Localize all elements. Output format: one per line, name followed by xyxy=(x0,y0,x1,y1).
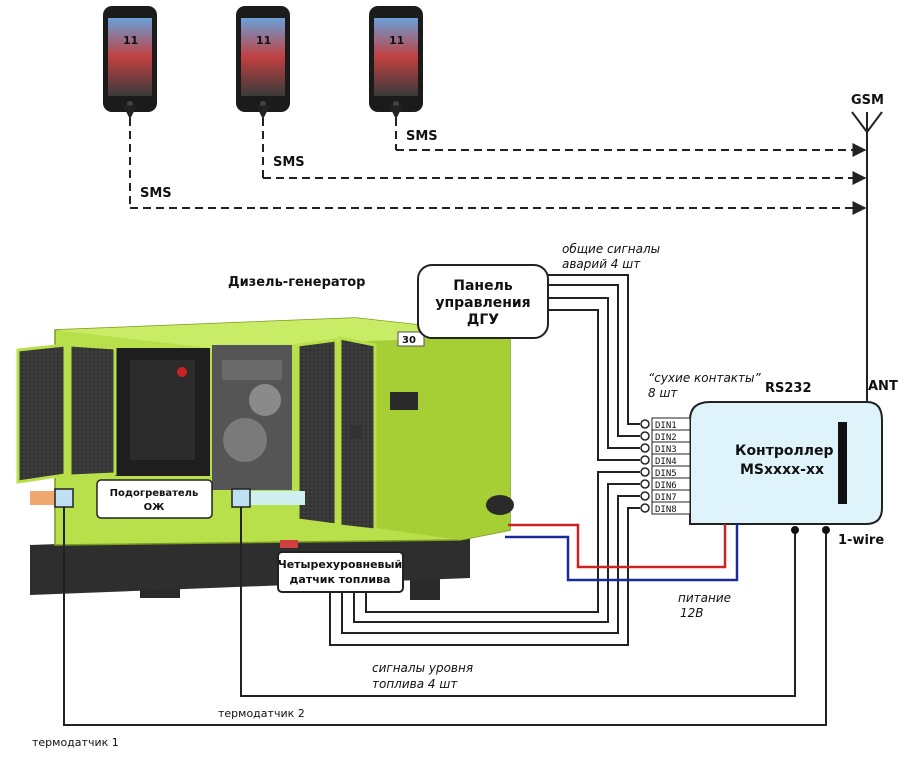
gsm-label: GSM xyxy=(851,93,884,108)
sms-label-1: SMS xyxy=(140,186,172,201)
controller-box xyxy=(689,401,883,525)
gsm-antenna-icon xyxy=(851,111,883,402)
din-input-6: DIN6 xyxy=(640,477,691,491)
din-label-6: DIN6 xyxy=(655,481,677,491)
fuel-level-wires xyxy=(329,471,640,646)
heater-line-1: Подогреватель xyxy=(110,488,199,499)
one-wire-label: 1-wire xyxy=(838,533,884,548)
panel-line-3: ДГУ xyxy=(467,312,499,328)
alarm-wires xyxy=(548,274,640,461)
controller-connector xyxy=(838,422,847,504)
one-wire-node-1 xyxy=(822,526,830,534)
din-input-3: DIN3 xyxy=(640,441,691,455)
din-label-8: DIN8 xyxy=(655,505,677,515)
fuel-sensor-line-2: датчик топлива xyxy=(290,573,391,586)
control-panel-box xyxy=(417,264,549,339)
din-inputs: DIN1 DIN2 DIN3 DIN4 DIN5 DIN6 xyxy=(640,417,691,515)
one-wire-node-2 xyxy=(791,526,799,534)
power-line-1: питание xyxy=(678,591,731,605)
panel-line-1: Панель xyxy=(453,278,513,294)
din-label-4: DIN4 xyxy=(655,457,677,467)
fuel-signals-line-1: сигналы уровня xyxy=(372,661,473,675)
fuel-sensor-line-1: Четырехуровневый xyxy=(278,558,402,571)
din-input-4: DIN4 xyxy=(640,453,691,467)
din-label-5: DIN5 xyxy=(655,469,677,479)
power-wire-positive xyxy=(508,523,727,569)
phone-1: 11 xyxy=(103,6,157,112)
dry-contacts-line-2: 8 шт xyxy=(648,386,678,400)
generator-illustration: 30 xyxy=(16,317,514,600)
din-label-2: DIN2 xyxy=(655,433,677,443)
panel-line-2: управления xyxy=(435,295,530,311)
thermo-2-label: термодатчик 2 xyxy=(218,707,305,720)
fuel-signals-line-2: топлива 4 шт xyxy=(372,677,458,691)
thermo-1-label: термодатчик 1 xyxy=(32,736,119,749)
power-wire-negative xyxy=(505,524,739,582)
sms-label-3: SMS xyxy=(406,129,438,144)
sms-links xyxy=(123,105,867,215)
thermo-sensor-2 xyxy=(231,488,251,508)
heater-line-2: ОЖ xyxy=(144,502,166,513)
sms-label-2: SMS xyxy=(273,155,305,170)
din-input-7: DIN7 xyxy=(640,489,691,503)
din-label-7: DIN7 xyxy=(655,493,677,503)
din-input-2: DIN2 xyxy=(640,429,691,443)
phone-3: 11 xyxy=(369,6,423,112)
controller-line-1: Контроллер xyxy=(735,443,834,459)
din-label-1: DIN1 xyxy=(655,421,677,431)
din-input-1: DIN1 xyxy=(640,417,691,431)
alarm-signals-line-1: общие сигналы xyxy=(562,242,660,256)
alarm-signals-line-2: аварий 4 шт xyxy=(562,257,641,271)
din-label-3: DIN3 xyxy=(655,445,677,455)
rs232-label: RS232 xyxy=(765,381,812,396)
generator-badge: 30 xyxy=(402,335,416,346)
generator-label: Дизель-генератор xyxy=(228,275,365,290)
ant-label: ANT xyxy=(868,379,898,394)
controller-line-2: MSxxxx-xx xyxy=(740,462,824,478)
din-input-5: DIN5 xyxy=(640,465,691,479)
phone-3-time: 11 xyxy=(389,34,404,47)
heater-pipe-right xyxy=(245,491,305,505)
dry-contacts-line-1: “сухие контакты” xyxy=(648,371,762,385)
phone-1-time: 11 xyxy=(123,34,138,47)
power-line-2: 12В xyxy=(680,606,704,620)
din-input-8: DIN8 xyxy=(640,501,691,515)
heater-box xyxy=(96,479,213,519)
phone-2-time: 11 xyxy=(256,34,271,47)
fuel-sensor-box xyxy=(277,551,404,593)
phone-2: 11 xyxy=(236,6,290,112)
thermo-sensor-1 xyxy=(54,488,74,508)
one-wire-lines xyxy=(63,507,827,726)
